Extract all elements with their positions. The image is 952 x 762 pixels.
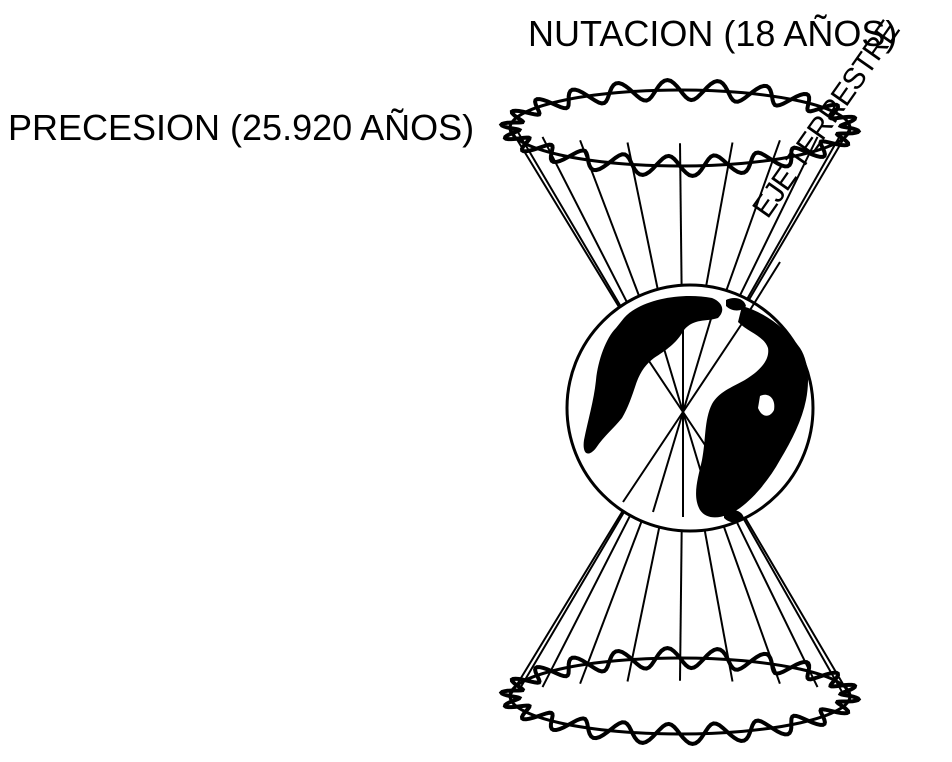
axis-line [682,411,714,513]
axis-line [622,411,684,503]
bottom-nutation-wave [498,646,862,746]
axis-line [622,321,684,413]
axis-line [652,411,684,513]
island-madagascar [758,394,775,416]
axis-line [682,311,714,413]
top-nutation-wave [498,78,862,178]
earth-axis-line [744,261,781,319]
continent-north-america [583,296,723,454]
axis-lines-through-earth [622,307,744,517]
continent-africa [696,306,808,518]
earth-globe [565,283,815,533]
axis-line [682,321,744,413]
axis-line [682,411,744,503]
island-small [726,298,746,311]
nutation-label: NUTACION (18 AÑOS) [528,13,898,54]
axis-line [652,311,684,413]
precession-label: PRECESION (25.920 AÑOS) [8,107,475,148]
continent-south-tip [724,510,744,523]
